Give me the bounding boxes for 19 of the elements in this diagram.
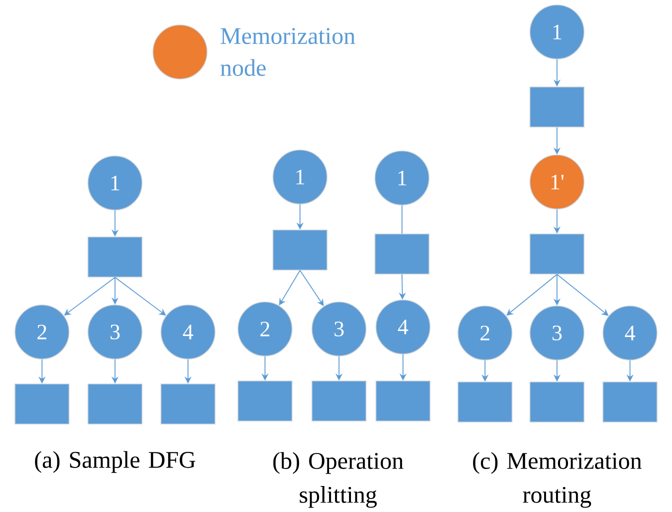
operation-box [88, 384, 142, 424]
operation-box [376, 380, 430, 422]
operation-box [374, 234, 430, 274]
operation-box [160, 384, 216, 424]
operation-box [530, 86, 584, 128]
caption: (a) Sample DFG [35, 451, 196, 473]
operation-box [272, 230, 328, 270]
operation-box [88, 236, 142, 278]
operation-box [530, 234, 584, 274]
operation-box [458, 382, 512, 422]
arrow [279, 270, 300, 306]
legend-text: Memorization node [220, 28, 356, 76]
operation-box [602, 382, 658, 422]
operation-box [530, 382, 584, 422]
operation-box [14, 384, 70, 424]
caption: (b) Operation splitting [273, 452, 404, 508]
operation-box [238, 380, 292, 422]
caption: (c) Memorization routing [473, 452, 642, 508]
operation-box [312, 380, 366, 422]
